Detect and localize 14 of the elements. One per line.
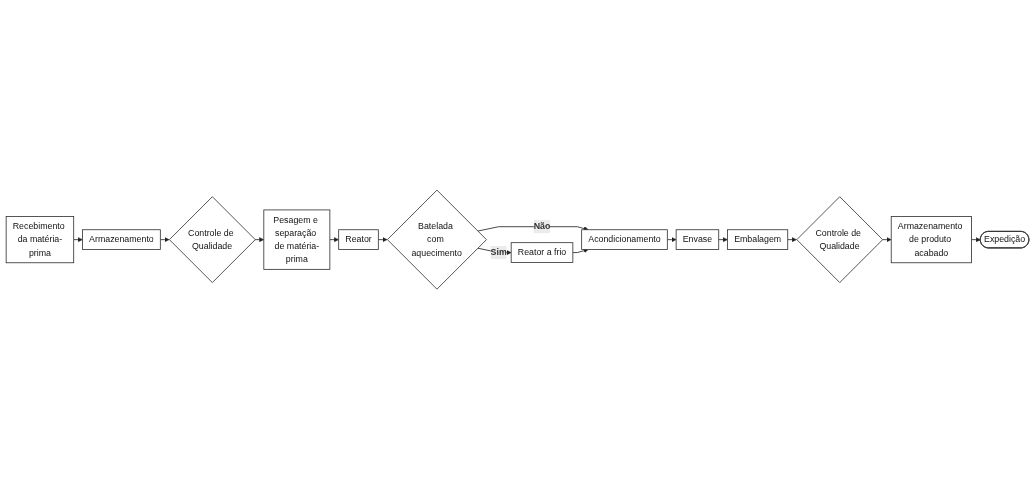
node-box: Recebimento da matéria-prima <box>5 215 75 264</box>
node-box: Armazenamento de produto acabado <box>890 215 972 264</box>
node-box: Acondicionamento <box>581 229 668 250</box>
edge-label: Sim <box>490 247 507 257</box>
node-diamond: Batelada com aquecimento <box>387 189 487 290</box>
node-box: Armazenamento <box>82 229 161 250</box>
node-box: Pesagem e separação de matéria-prima <box>263 209 331 270</box>
edge-label: Não <box>533 221 551 231</box>
node-box: Envase <box>675 229 720 250</box>
node-diamond: Controle de Qualidade <box>169 196 256 283</box>
node-box: Reator <box>338 229 379 250</box>
node-box: Reator a frio <box>510 242 574 263</box>
node-box: Embalagem <box>727 229 789 250</box>
node-diamond: Controle de Qualidade <box>796 196 884 283</box>
